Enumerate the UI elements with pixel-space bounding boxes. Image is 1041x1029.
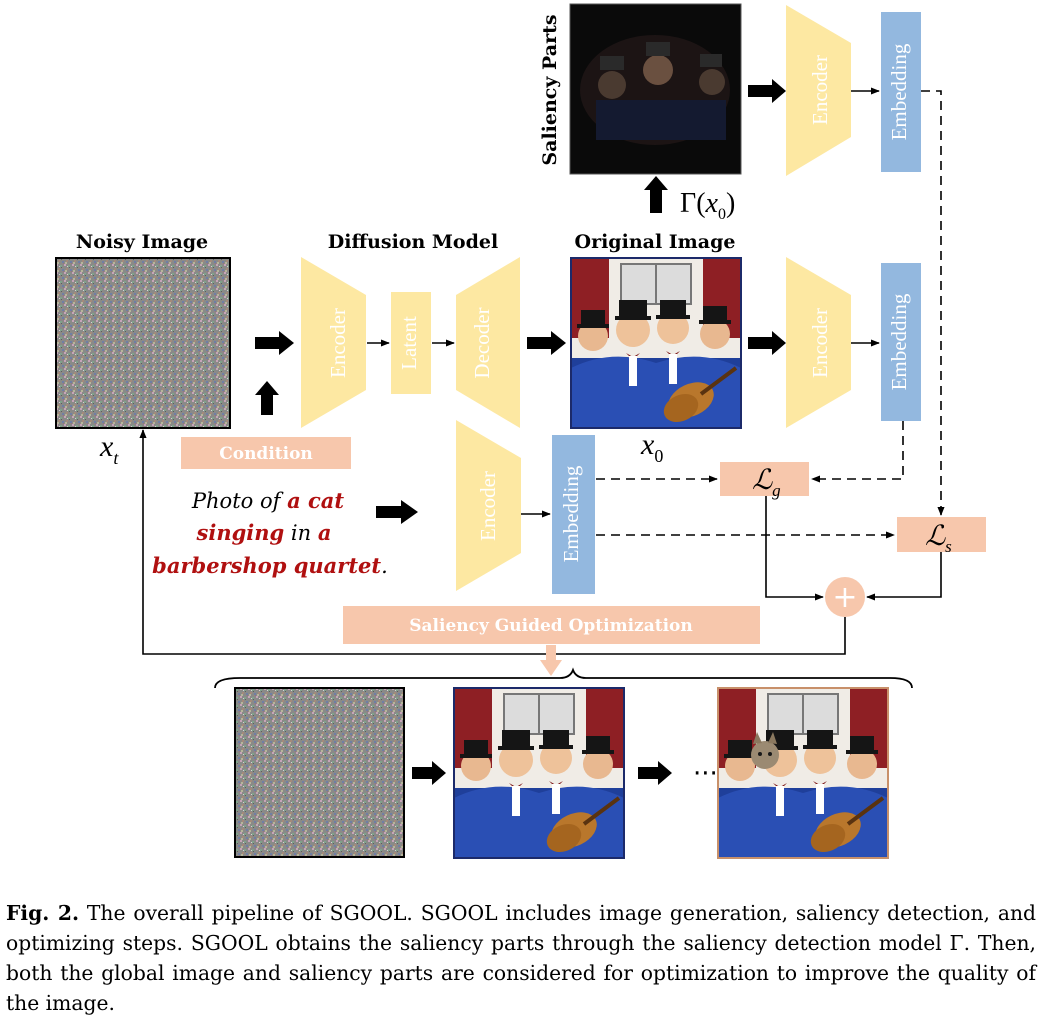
sequence-final-image xyxy=(717,687,889,859)
saliency-embedding-block xyxy=(881,12,921,172)
sgo-down-arrow xyxy=(540,645,562,676)
original-image xyxy=(570,257,742,429)
decoder-label: Decoder xyxy=(470,307,494,378)
image-encoder-block xyxy=(786,257,851,428)
text-encoder-label: Encoder xyxy=(476,471,500,541)
sum-node xyxy=(825,577,865,617)
dashed-arrows xyxy=(596,90,945,539)
image-embedding-label: Embedding xyxy=(887,293,911,390)
sgo-label: Saliency Guided Optimization xyxy=(409,616,693,636)
plus-icon: + xyxy=(832,580,857,615)
noisy-image-label: Noisy Image xyxy=(76,231,208,253)
caption-label: Fig. 2. xyxy=(6,901,80,925)
pipeline-diagram: Noisy Image Diffusion Model Original Ima… xyxy=(55,3,986,859)
sequence-noise-image xyxy=(234,687,405,858)
gamma-label: Γ(x0) xyxy=(680,188,735,223)
diffusion-encoder-block xyxy=(301,257,366,428)
image-embedding-block xyxy=(881,263,921,421)
diffusion-model-label: Diffusion Model xyxy=(328,231,498,253)
text-prompt: Photo of a cat singing in a barbershop q… xyxy=(152,488,388,578)
condition-label: Condition xyxy=(219,444,313,464)
image-encoder-label: Encoder xyxy=(808,308,832,378)
saliency-parts-image xyxy=(569,3,742,175)
text-embedding-label: Embedding xyxy=(559,465,583,562)
saliency-encoder-label: Encoder xyxy=(808,55,832,125)
latent-block xyxy=(391,292,431,394)
noisy-image xyxy=(55,257,231,429)
figure-caption: Fig. 2. The overall pipeline of SGOOL. S… xyxy=(6,898,1036,1018)
saliency-parts-label: Saliency Parts xyxy=(539,14,561,165)
optimization-brace xyxy=(214,667,913,689)
condition-block xyxy=(181,437,351,469)
svg-text:barbershop quartet.: barbershop quartet. xyxy=(152,553,388,578)
decoder-block xyxy=(456,257,520,428)
x0-symbol: x0 xyxy=(640,428,663,466)
caption-text: The overall pipeline of SGOOL. SGOOL inc… xyxy=(6,901,1036,1015)
text-embedding-block xyxy=(552,435,595,594)
sequence-ellipsis: ··· xyxy=(693,759,718,789)
thick-arrows xyxy=(255,79,786,785)
svg-text:Photo of a cat: Photo of a cat xyxy=(191,488,344,513)
svg-text:singing in a: singing in a xyxy=(196,520,332,545)
saliency-embedding-label: Embedding xyxy=(887,43,911,140)
global-loss-label: ℒg xyxy=(752,465,781,500)
xt-symbol: xt xyxy=(99,430,119,468)
original-image-label: Original Image xyxy=(575,231,736,253)
saliency-loss-label: ℒs xyxy=(925,521,952,556)
latent-label: Latent xyxy=(397,316,421,370)
thin-arrows xyxy=(139,87,942,655)
sequence-intermediate-image xyxy=(453,687,625,859)
saliency-loss-box xyxy=(897,517,986,552)
sgo-block xyxy=(343,606,760,644)
diffusion-encoder-label: Encoder xyxy=(326,308,350,378)
saliency-encoder-block xyxy=(786,5,851,176)
global-loss-box xyxy=(720,462,809,496)
text-encoder-block xyxy=(456,420,521,591)
